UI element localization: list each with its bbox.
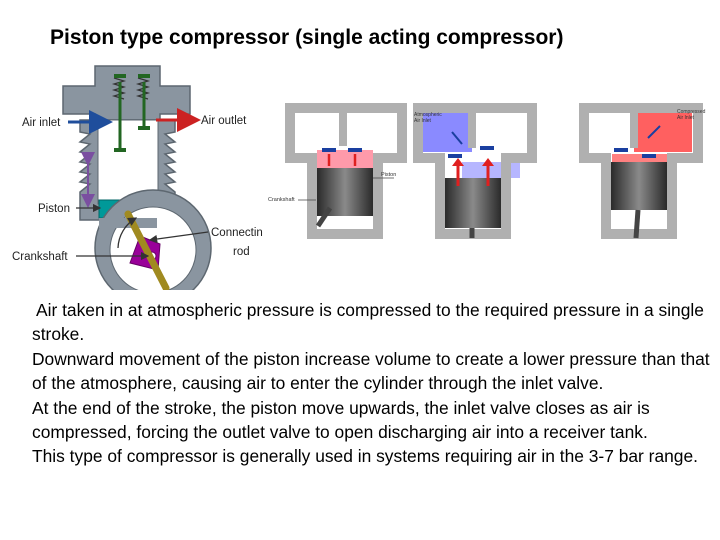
connecting-rod-label-line2: rod bbox=[233, 246, 250, 258]
air-outlet-label: Air outlet bbox=[201, 115, 247, 127]
inlet-valve-head bbox=[114, 148, 126, 152]
stage-1-outlet-valve bbox=[348, 148, 362, 152]
rotation-arrow bbox=[117, 217, 138, 249]
compressor-figure: Air inlet Air outlet Piston Crankshaft C… bbox=[12, 65, 706, 290]
stage-3-diagram: Compressed Air Inlet bbox=[579, 103, 706, 239]
stage-1-crankshaft-label: Crankshaft bbox=[268, 197, 295, 203]
stage-3-inlet-valve bbox=[614, 148, 628, 152]
paragraph-2: Downward movement of the piston increase… bbox=[32, 348, 710, 394]
compressor-cutaway-diagram: Air inlet Air outlet Piston Crankshaft C… bbox=[12, 65, 263, 290]
stage-3-compressed-label-line2: Air Inlet bbox=[677, 115, 695, 121]
outlet-valve-head bbox=[138, 126, 150, 130]
stage-2-flow-arrow bbox=[451, 131, 463, 145]
stage-2-inlet-chamber-air bbox=[418, 108, 472, 152]
stage-3-piston bbox=[611, 162, 667, 210]
stage-2-diagram: Atmospheric Air Inlet bbox=[413, 103, 537, 239]
piston-label: Piston bbox=[38, 203, 70, 215]
stage-2-outlet-valve bbox=[480, 146, 494, 150]
stage-3-outlet-valve bbox=[642, 154, 656, 158]
stage-1-connecting-rod bbox=[315, 206, 333, 228]
paragraph-1: Air taken in at atmospheric pressure is … bbox=[32, 300, 704, 345]
page-title: Piston type compressor (single acting co… bbox=[50, 26, 564, 49]
paragraph-3: At the end of the stroke, the piston mov… bbox=[32, 397, 650, 443]
stage-3-compressed-label-line1: Compressed bbox=[677, 109, 706, 115]
stage-1-diagram: Piston Crankshaft bbox=[268, 103, 407, 239]
stage-1-air bbox=[317, 150, 373, 168]
cylinder-head bbox=[62, 65, 191, 121]
stage-1-piston-label: Piston bbox=[381, 172, 396, 178]
connecting-rod-label-line1: Connectin bbox=[211, 227, 263, 239]
stage-2-piston bbox=[445, 178, 501, 228]
stage-3-outlet-chamber-air bbox=[634, 108, 692, 152]
stage-2-atmospheric-label-line2: Air Inlet bbox=[414, 118, 432, 124]
connecting-rod bbox=[124, 210, 170, 290]
stage-1-inlet-valve bbox=[322, 148, 336, 152]
paragraph-4: This type of compressor is generally use… bbox=[32, 446, 698, 467]
stage-2-atmospheric-label-line1: Atmospheric bbox=[414, 112, 442, 118]
stage-1-piston bbox=[317, 168, 373, 216]
outlet-valve-cap bbox=[138, 74, 150, 78]
inlet-valve-cap bbox=[114, 74, 126, 78]
description-text: Air taken in at atmospheric pressure is … bbox=[32, 298, 712, 469]
stage-3-flow-arrow bbox=[647, 125, 661, 139]
air-inlet-label: Air inlet bbox=[22, 117, 61, 129]
connecting-rod-leader bbox=[148, 231, 209, 244]
stage-2-inlet-valve bbox=[448, 154, 462, 158]
crankshaft-label: Crankshaft bbox=[12, 251, 68, 263]
stage-3-connecting-rod bbox=[633, 209, 641, 239]
